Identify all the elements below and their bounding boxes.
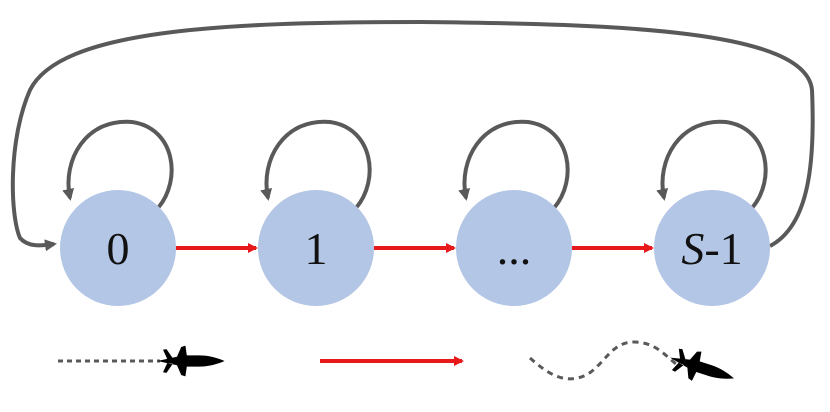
state-node-1: 1 [258,190,374,306]
self-loop-arrow-ellipsis [458,119,570,210]
state-label-last-suffix: -1 [704,223,742,274]
self-loop-arrow-last [656,119,768,210]
state-label-last: S-1 [681,223,742,274]
state-node-last: S-1 [654,190,770,306]
state-label-ellipsis: ... [497,223,532,274]
fighter-jet-icon [157,345,225,377]
fighter-jet-icon [665,342,739,394]
maneuver-flight-path [529,340,677,381]
state-node-ellipsis: ... [456,190,572,306]
self-loop-arrow-1 [260,119,372,210]
self-loop-arrow-0 [62,119,174,210]
state-label-last-prefix: S [681,223,704,274]
state-node-0: 0 [60,190,176,306]
state-label-1: 1 [305,223,328,274]
return-transition-arrow [10,19,815,252]
state-label-0: 0 [107,223,130,274]
